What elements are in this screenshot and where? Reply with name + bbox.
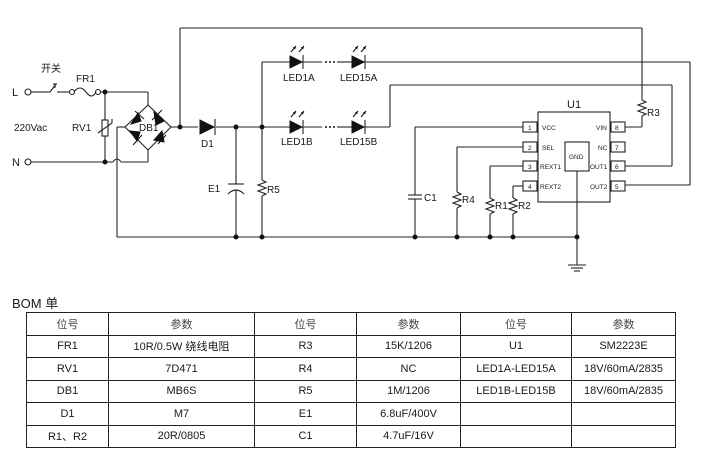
table-cell: 18V/60mA/2835 [571, 379, 676, 403]
header-designator-1: 位号 [26, 312, 109, 336]
pin-4-number: 4 [528, 184, 532, 191]
table-cell: C1 [254, 424, 357, 448]
fuse-label: FR1 [76, 74, 95, 85]
table-row: D1 M7 E1 6.8uF/400V [26, 402, 676, 426]
table-cell [571, 424, 676, 448]
pin-6-number: 6 [615, 164, 619, 171]
r1-label: R1 [495, 201, 508, 212]
pin-7-name: NC [598, 145, 608, 152]
pin-2-number: 2 [528, 145, 532, 152]
table-cell: U1 [460, 334, 572, 358]
line-label: L [12, 87, 18, 99]
table-cell: LED1B-LED15B [460, 379, 572, 403]
header-designator-3: 位号 [460, 312, 572, 336]
header-param-3: 参数 [571, 312, 676, 336]
table-row: R1、R2 20R/0805 C1 4.7uF/16V [26, 424, 676, 448]
table-cell: DB1 [26, 379, 109, 403]
table-cell: 10R/0.5W 绕线电阻 [108, 334, 255, 358]
switch-label: 开关 [41, 62, 61, 75]
bridge-label: DB1 [139, 123, 159, 134]
pin-4-name: REXT2 [540, 184, 561, 191]
header-param-1: 参数 [108, 312, 255, 336]
r3-label: R3 [647, 108, 660, 119]
table-cell: LED1A-LED15A [460, 357, 572, 381]
diode-label: D1 [201, 139, 214, 150]
table-cell: E1 [254, 402, 357, 426]
table-row: FR1 10R/0.5W 绕线电阻 R3 15K/1206 U1 SM2223E [26, 334, 676, 358]
r5-label: R5 [267, 185, 280, 196]
table-cell: R4 [254, 357, 357, 381]
e1-label: E1 [208, 184, 221, 195]
table-cell: 15K/1206 [356, 334, 461, 358]
pin-7-number: 7 [615, 145, 619, 152]
table-cell [460, 402, 572, 426]
led15b-label: LED15B [340, 137, 378, 148]
c1-label: C1 [424, 193, 437, 204]
pin-3-name: REXT1 [540, 164, 561, 171]
table-cell [460, 424, 572, 448]
table-cell: 6.8uF/400V [356, 402, 461, 426]
led1a-label: LED1A [283, 73, 315, 84]
table-row: DB1 MB6S R5 1M/1206 LED1B-LED15B 18V/60m… [26, 379, 676, 403]
table-row: RV1 7D471 R4 NC LED1A-LED15A 18V/60mA/28… [26, 357, 676, 381]
table-cell: R1、R2 [26, 424, 109, 448]
pin-8-number: 8 [615, 125, 619, 132]
table-cell: NC [356, 357, 461, 381]
r2-label: R2 [518, 201, 531, 212]
table-cell: 7D471 [108, 357, 255, 381]
table-cell: 4.7uF/16V [356, 424, 461, 448]
pin-2-name: SEL [542, 145, 555, 152]
gnd-pad-label: GND [569, 154, 584, 161]
led15a-light-icon [352, 45, 367, 53]
bom-title: BOM 单 [12, 296, 59, 311]
pin-5-number: 5 [615, 184, 619, 191]
pin-8-name: VIN [596, 125, 607, 132]
led15a-label: LED15A [340, 73, 378, 84]
table-cell: MB6S [108, 379, 255, 403]
header-designator-2: 位号 [254, 312, 357, 336]
header-param-2: 参数 [356, 312, 461, 336]
varistor-label: RV1 [72, 123, 92, 134]
pin-3-number: 3 [528, 164, 532, 171]
pin-1-number: 1 [528, 125, 532, 132]
table-cell: 18V/60mA/2835 [571, 357, 676, 381]
bom-table: 位号 参数 位号 参数 位号 参数 FR1 10R/0.5W 绕线电阻 R3 1… [26, 312, 676, 448]
table-cell: 20R/0805 [108, 424, 255, 448]
table-cell: RV1 [26, 357, 109, 381]
pin-6-name: OUT1 [590, 164, 608, 171]
bom-header-row: 位号 参数 位号 参数 位号 参数 [26, 312, 676, 336]
table-cell: SM2223E [571, 334, 676, 358]
r4-label: R4 [462, 195, 475, 206]
table-cell: D1 [26, 402, 109, 426]
ic-label: U1 [567, 99, 581, 111]
table-cell: FR1 [26, 334, 109, 358]
pin-5-name: OUT2 [590, 184, 608, 191]
table-cell: R5 [254, 379, 357, 403]
led1b-label: LED1B [281, 137, 313, 148]
led15b-light-icon [352, 110, 367, 118]
neutral-label: N [12, 157, 20, 169]
pin-1-name: VCC [542, 125, 556, 132]
table-cell [571, 402, 676, 426]
led1a-light-icon [290, 45, 305, 53]
table-cell: R3 [254, 334, 357, 358]
table-cell: 1M/1206 [356, 379, 461, 403]
led1b-light-icon [290, 110, 305, 118]
table-cell: M7 [108, 402, 255, 426]
voltage-label: 220Vac [14, 123, 47, 134]
circuit-schematic: 开关 FR1 L N 220Vac RV1 DB1 D1 E1 R5 LED1A… [12, 27, 691, 272]
